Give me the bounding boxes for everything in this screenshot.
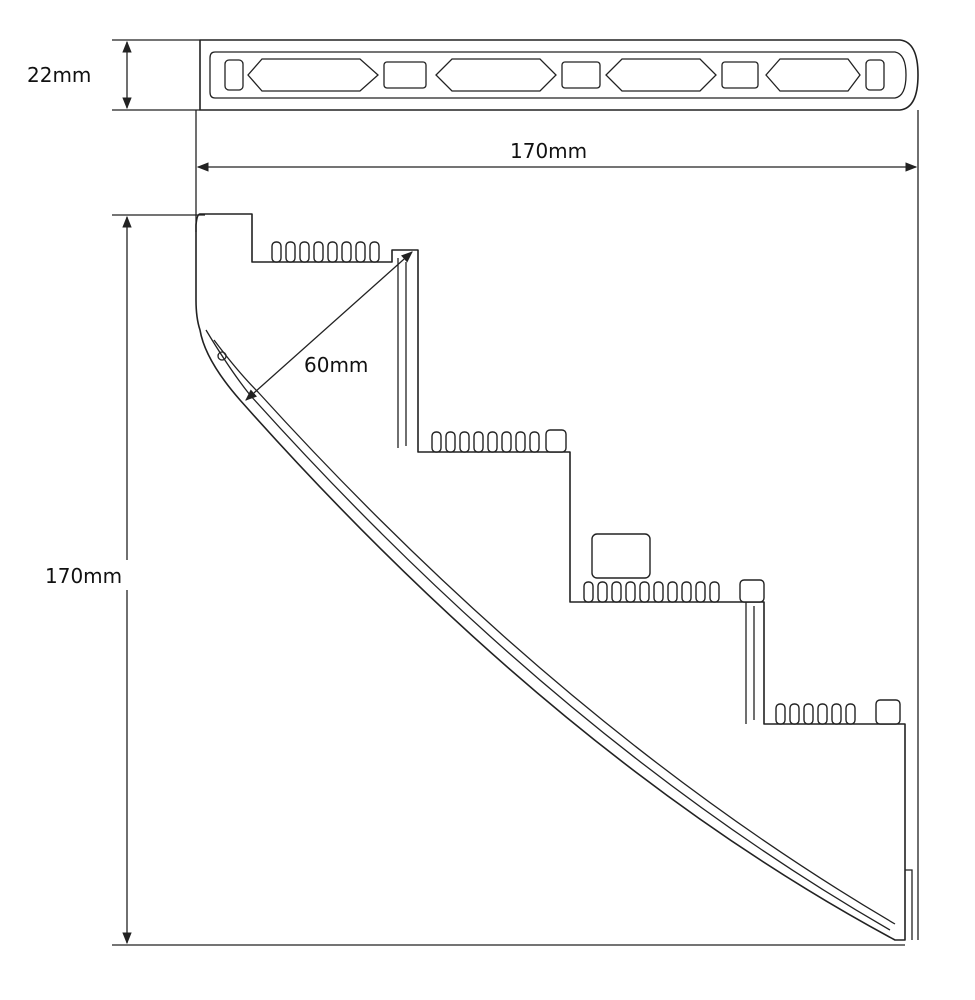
width-label: 170mm xyxy=(510,139,587,163)
height-dimension: 170mm xyxy=(40,214,905,946)
tread-3-fins xyxy=(583,533,765,603)
tread-1-fins xyxy=(271,241,380,263)
height-label: 170mm xyxy=(45,564,122,588)
width-dimension: 170mm xyxy=(195,110,919,940)
radius-label: 60mm xyxy=(304,353,368,377)
top-view-profile xyxy=(199,39,919,111)
tread-4-fins xyxy=(775,699,901,725)
thickness-dimension: 22mm xyxy=(27,39,200,111)
side-view-profile xyxy=(195,213,913,941)
tread-2-fins xyxy=(431,429,567,453)
thickness-label: 22mm xyxy=(27,63,91,87)
radius-dimension: 60mm xyxy=(245,251,413,401)
